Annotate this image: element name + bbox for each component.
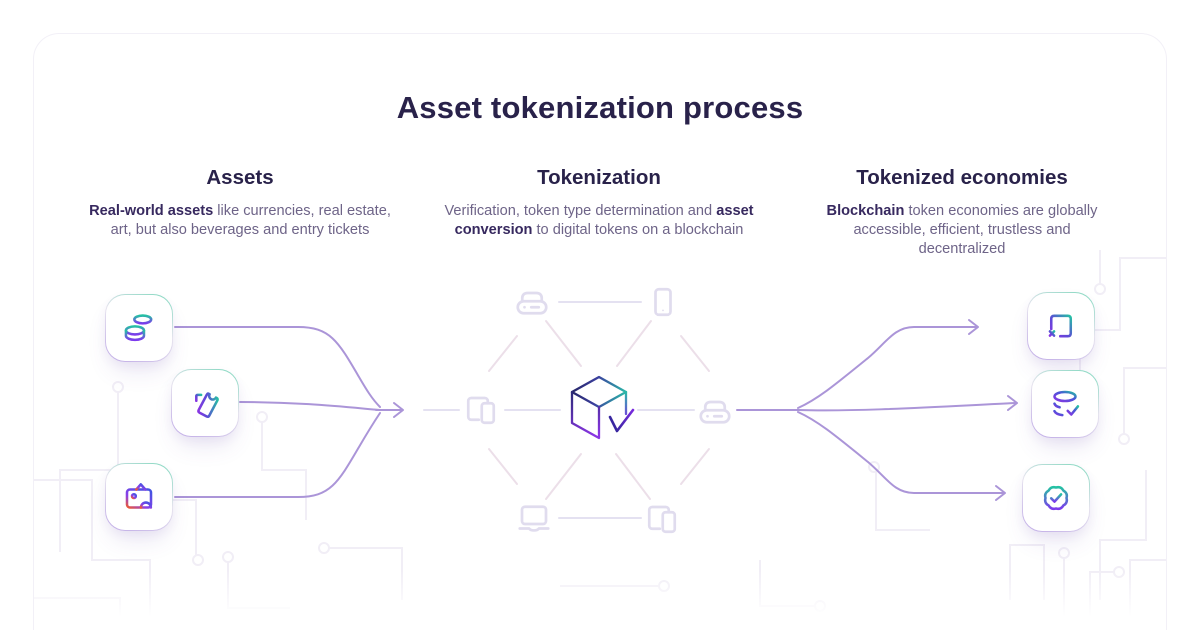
assets-bold-text: Real-world assets	[89, 203, 214, 219]
hard-drive-icon	[516, 291, 548, 315]
tokenization-description: Verification, token type determination a…	[442, 202, 756, 240]
tokenization-body-text-2: to digital tokens on a blockchain	[532, 222, 744, 238]
economies-bold-text: Blockchain	[826, 203, 905, 219]
asset-tile-tickets	[171, 369, 239, 437]
badge-check-icon	[1043, 485, 1069, 511]
ticket-icon	[195, 392, 219, 418]
tokenization-bold-text: asset conversion	[454, 203, 754, 238]
column-assets: Assets Real-world assets like currencies…	[75, 166, 405, 240]
asset-tile-art	[105, 463, 173, 531]
devices-icon	[466, 396, 496, 425]
tablet-icon	[654, 287, 672, 317]
devices-icon	[647, 505, 677, 534]
assets-heading: Assets	[206, 166, 274, 189]
cube-check-icon	[570, 375, 635, 440]
economies-heading: Tokenized economies	[856, 166, 1068, 189]
database-check-icon	[1053, 390, 1080, 417]
coins-icon	[124, 314, 153, 342]
laptop-icon	[518, 505, 550, 532]
page-title: Asset tokenization process	[396, 90, 804, 125]
hard-drive-icon	[699, 400, 731, 424]
contract-x-icon	[1048, 314, 1073, 338]
assets-body-text: like currencies, real estate, art, but a…	[110, 203, 391, 238]
tokenization-heading: Tokenization	[537, 166, 661, 189]
economy-tile-verified	[1022, 464, 1090, 532]
bottom-fade	[34, 570, 1166, 630]
image-icon	[125, 483, 153, 509]
economies-body-text: token economies are globally accessible,…	[853, 203, 1098, 257]
column-tokenization: Tokenization Verification, token type de…	[434, 166, 764, 240]
economy-tile-database	[1031, 370, 1099, 438]
column-tokenized-economies: Tokenized economies Blockchain token eco…	[797, 166, 1127, 259]
economies-description: Blockchain token economies are globally …	[812, 202, 1112, 259]
economy-tile-contract	[1027, 292, 1095, 360]
asset-tile-currencies	[105, 294, 173, 362]
tokenization-body-text: Verification, token type determination a…	[444, 203, 717, 219]
assets-description: Real-world assets like currencies, real …	[84, 202, 396, 240]
